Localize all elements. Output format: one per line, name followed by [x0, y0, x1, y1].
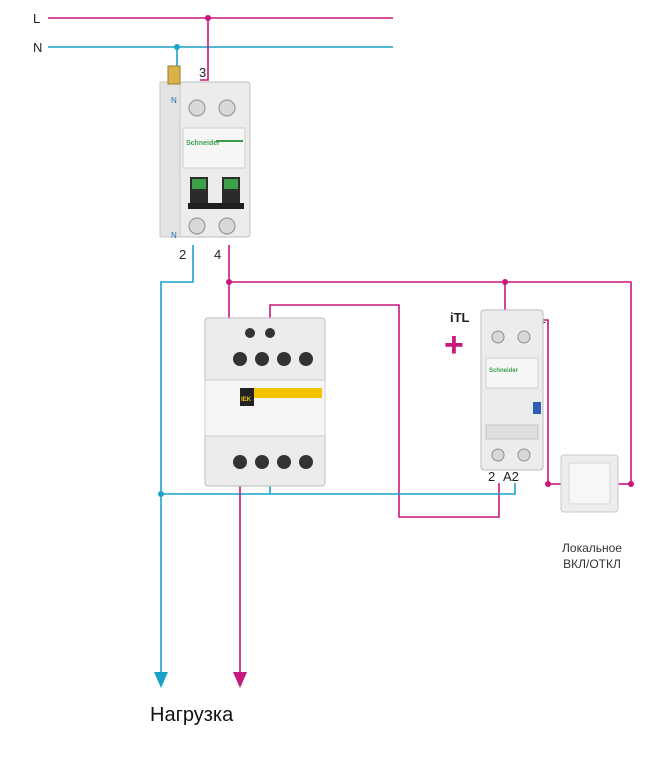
switch-key — [568, 462, 611, 505]
phase-bus-wire — [228, 245, 632, 484]
contactor-brand: IEK — [241, 397, 252, 403]
relay-screw-bottom-left — [491, 448, 505, 462]
relay-screw-top-right — [517, 330, 531, 344]
breaker-neutral-pole — [159, 81, 181, 238]
breaker-toggle-bar — [188, 203, 244, 209]
relay-terminal-a2: A2 — [503, 469, 519, 484]
relay-screw-bottom-right — [517, 448, 531, 462]
coil-control-wire — [269, 304, 500, 518]
local-switch: Локальное ВКЛ/ОТКЛ — [560, 454, 622, 571]
breaker-brand: Schneider — [186, 140, 220, 147]
contactor-coil-screw-left — [245, 328, 255, 338]
neutral-return-wire — [161, 483, 516, 495]
breaker-terminal-3: 3 — [199, 65, 206, 80]
relay-brand: Schneider — [489, 368, 519, 374]
contactor-screw-2 — [255, 352, 269, 366]
breaker-terminal-2: 2 — [179, 247, 186, 262]
breaker-n-bottom: N — [171, 231, 177, 240]
relay-blue-button — [533, 402, 541, 414]
plus-icon: + — [444, 326, 464, 364]
supply-lines: L N — [33, 11, 393, 81]
breaker-n-top: N — [171, 96, 177, 105]
contactor-screw-4 — [299, 352, 313, 366]
junction-dot-icon — [158, 491, 164, 497]
contactor-screw-1 — [233, 352, 247, 366]
breaker-screw-bottom-right — [218, 217, 236, 235]
relay-name: iTL — [450, 310, 470, 325]
contactor-screw-7 — [277, 455, 291, 469]
breaker-label-plate — [182, 127, 246, 169]
load-label: Нагрузка — [150, 704, 234, 726]
switch-caption-line2: ВКЛ/ОТКЛ — [563, 557, 621, 571]
neutral-load-wire — [160, 245, 194, 672]
breaker-toggle-green-left — [192, 179, 206, 189]
arrow-down-icon — [154, 672, 168, 688]
contactor-logo-block — [240, 388, 254, 406]
breaker-terminal-4: 4 — [214, 247, 221, 262]
relay-body — [480, 309, 544, 471]
contactor-screw-6 — [255, 455, 269, 469]
circuit-breaker: 1 3 N Schneider N 2 4 — [159, 65, 251, 262]
breaker-screw-top-right — [218, 99, 236, 117]
contactor-screw-8 — [299, 455, 313, 469]
phase-label: L — [33, 11, 40, 26]
contactor-coil-screw-right — [265, 328, 275, 338]
contactor-screw-5 — [233, 455, 247, 469]
breaker-toggle-green-right — [224, 179, 238, 189]
breaker-top-clip — [167, 65, 181, 85]
contactor-yellow-stripe — [240, 388, 322, 398]
arrow-down-icon — [233, 672, 247, 688]
neutral-label: N — [33, 40, 42, 55]
relay-terminal-2: 2 — [488, 469, 495, 484]
contactor-screw-3 — [277, 352, 291, 366]
output-wiring — [154, 245, 634, 688]
breaker-screw-bottom-left — [188, 217, 206, 235]
switch-caption-line1: Локальное — [562, 541, 622, 555]
relay-screw-top-left — [491, 330, 505, 344]
contactor: IEK — [204, 317, 326, 487]
relay-lower-slot — [485, 424, 539, 440]
breaker-screw-top-left — [188, 99, 206, 117]
impulse-relay: iTL + A1 Schneider 2 A2 — [444, 309, 546, 484]
phase-drop-wire — [200, 18, 209, 81]
relay-label-plate — [485, 357, 539, 389]
